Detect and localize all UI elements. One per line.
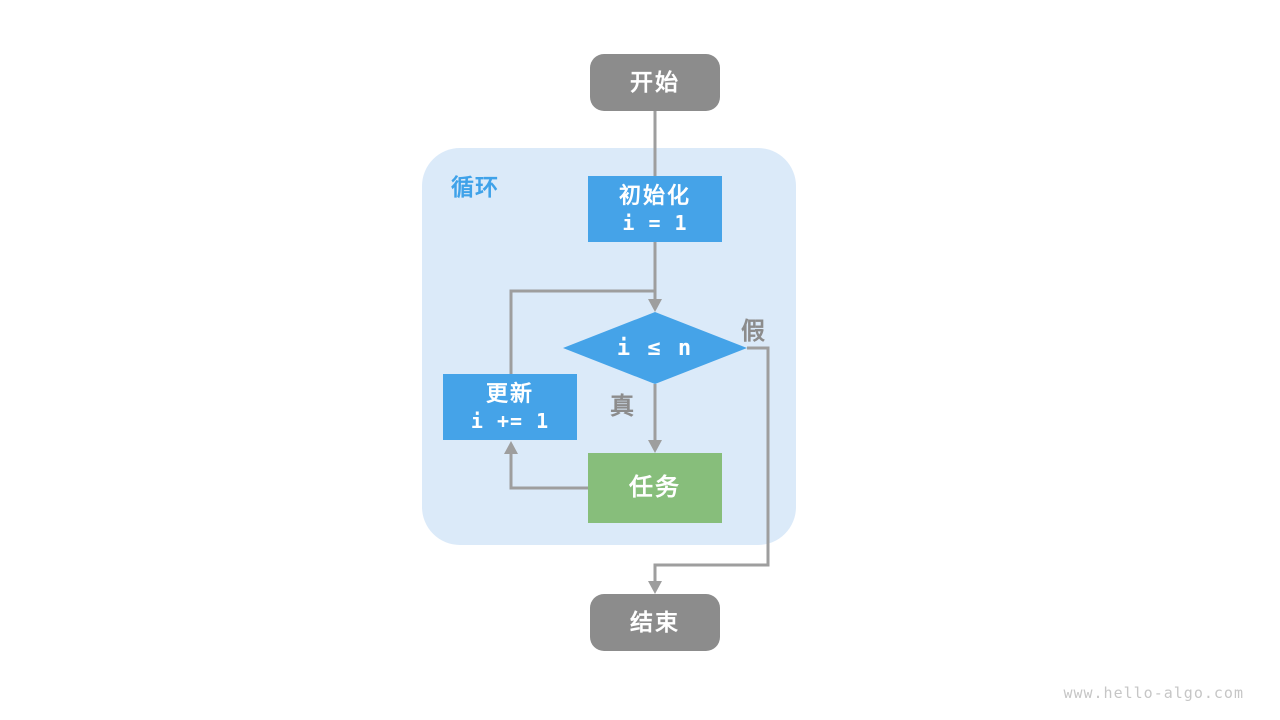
false-branch-label: 假 [741, 318, 765, 345]
init-node: 初始化 i = 1 [588, 176, 722, 242]
init-node-title: 初始化 [618, 183, 691, 209]
init-node-code: i = 1 [622, 210, 688, 235]
watermark-text: www.hello-algo.com [1063, 684, 1244, 702]
end-node-label: 结束 [630, 609, 680, 636]
update-node-code: i += 1 [470, 408, 550, 433]
start-node: 开始 [590, 54, 720, 111]
update-node: 更新 i += 1 [443, 374, 577, 440]
task-node: 任务 [588, 453, 722, 523]
task-node-label: 任务 [629, 474, 681, 501]
start-node-label: 开始 [630, 69, 680, 96]
true-branch-label: 真 [610, 393, 634, 420]
arrowhead-end-top [648, 581, 662, 594]
loop-container-label: 循环 [451, 174, 499, 200]
update-node-title: 更新 [485, 381, 534, 407]
condition-node-label: i ≤ n [616, 335, 694, 361]
end-node: 结束 [590, 594, 720, 651]
